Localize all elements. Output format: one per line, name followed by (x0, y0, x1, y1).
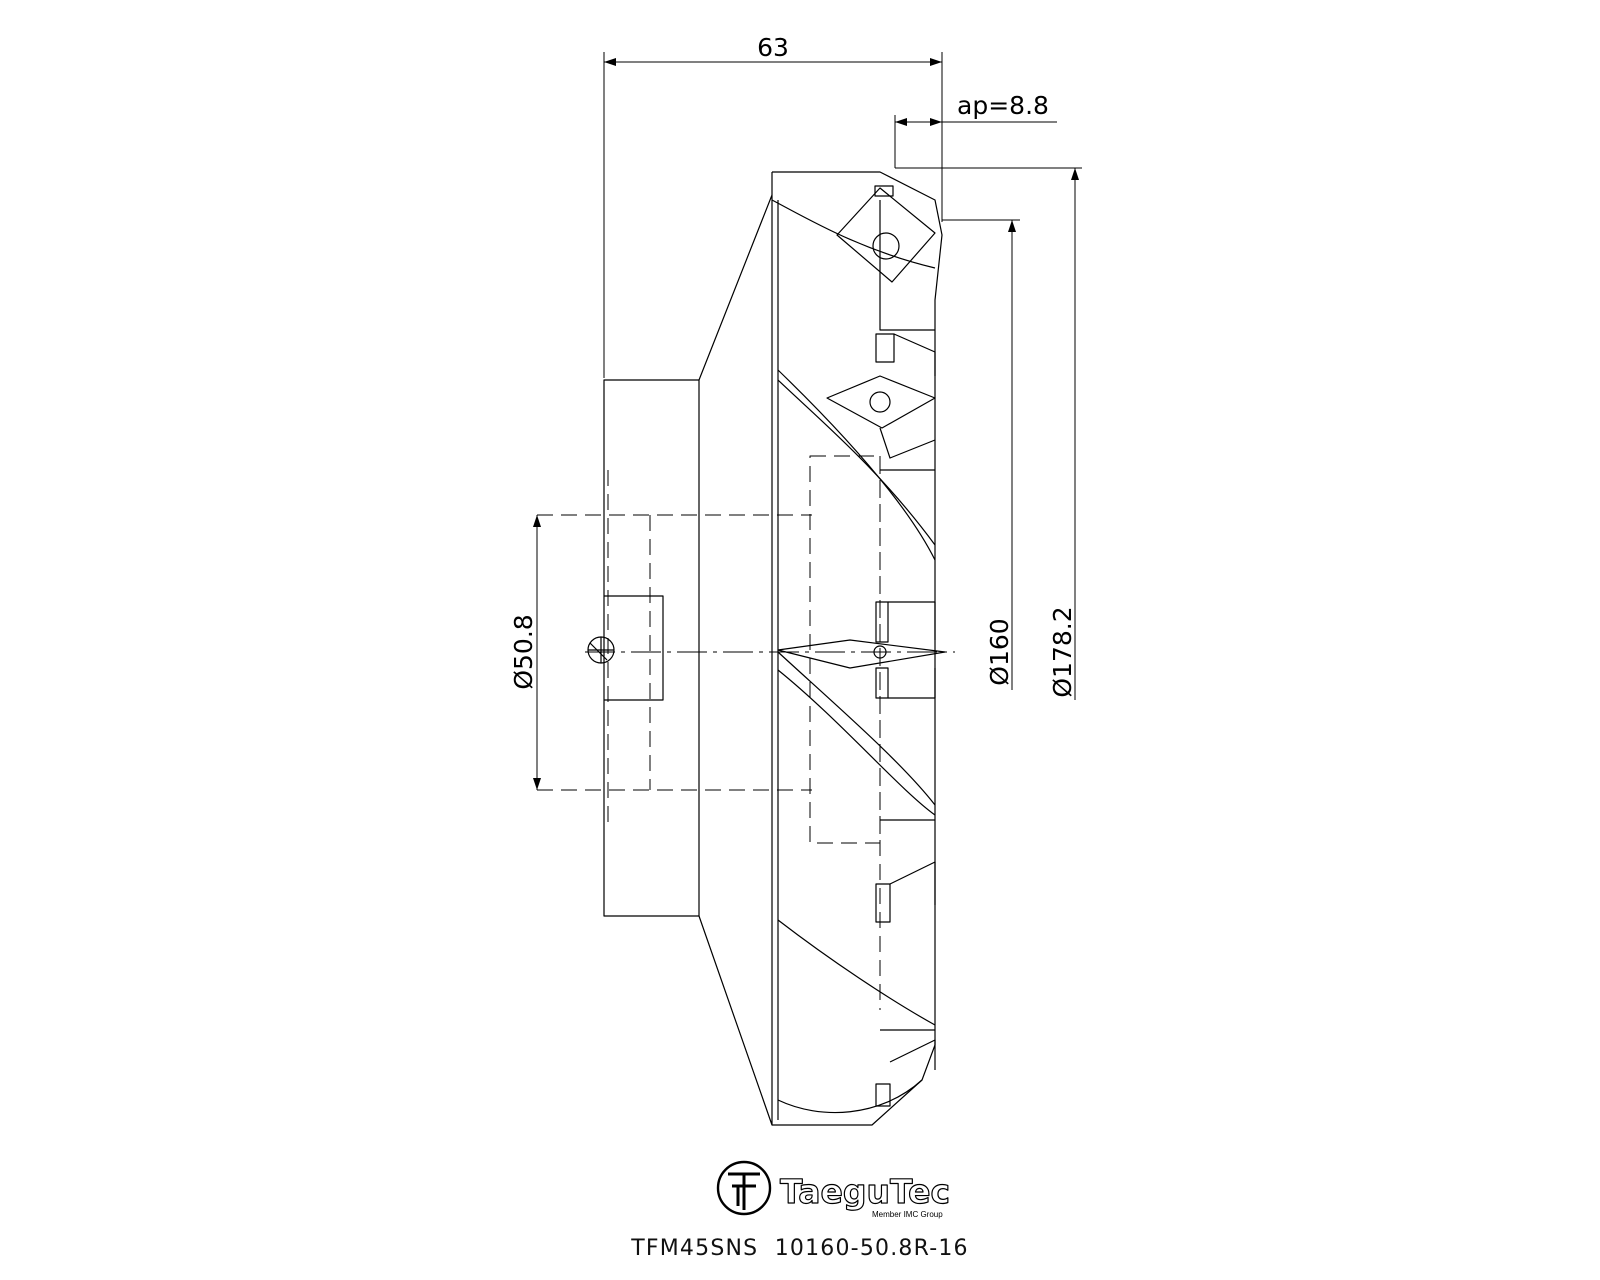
dim-cutting-diameter: Ø160 (985, 618, 1014, 685)
dimension-lines (533, 52, 1082, 790)
dim-ap: ap=8.8 (957, 91, 1049, 120)
screw-symbol (587, 636, 615, 664)
hidden-lines (537, 455, 881, 1010)
insert-upper (826, 333, 936, 459)
insert-center (777, 601, 946, 699)
model-code: TFM45SNS 10160-50.8R-16 (631, 1236, 969, 1261)
logo-emblem-icon (716, 1160, 772, 1216)
chip-pockets (771, 199, 936, 1114)
dim-bore-diameter: Ø50.8 (509, 614, 538, 689)
dim-overall-length: 63 (757, 33, 789, 62)
insert-bottom (875, 1039, 936, 1107)
logo-tagline: Member IMC Group (872, 1210, 943, 1219)
cutter-body-outline (603, 171, 943, 1126)
logo-brand-text: TaeguTec (780, 1172, 950, 1211)
insert-lower (875, 861, 936, 923)
taegutec-logo: TaeguTec Member IMC Group (716, 1160, 951, 1219)
dim-max-diameter: Ø178.2 (1048, 606, 1077, 697)
insert-top (836, 185, 936, 283)
